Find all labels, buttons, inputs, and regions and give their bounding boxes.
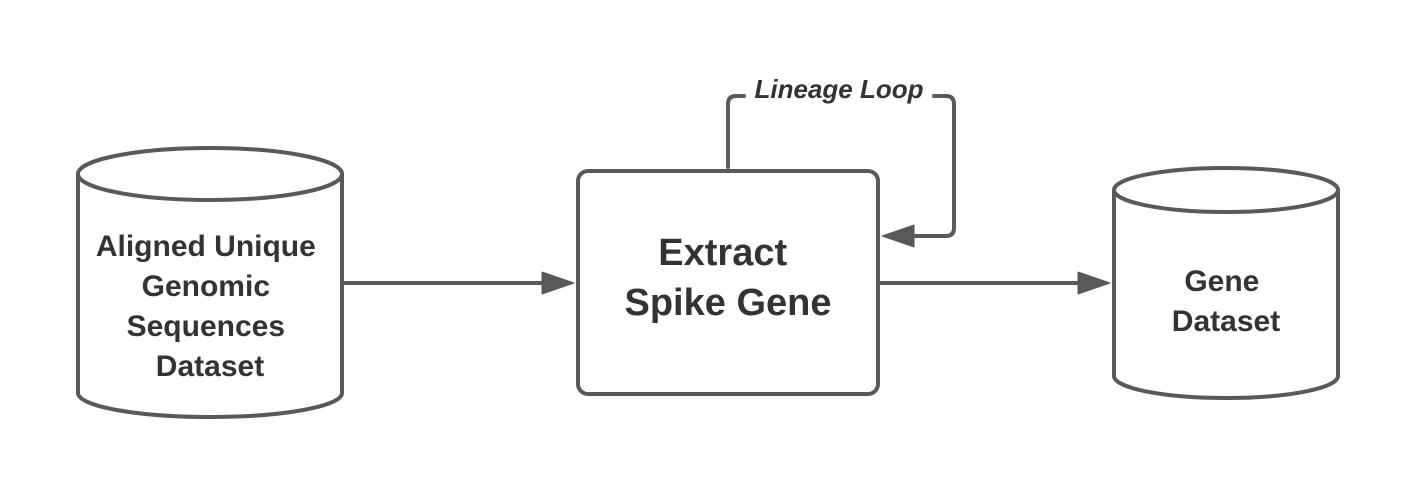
source-dataset-node[interactable]: Aligned Unique Genomic Sequences Dataset <box>76 146 344 419</box>
process-node[interactable]: Extract Spike Gene <box>576 169 880 396</box>
source-dataset-label: Aligned Unique Genomic Sequences Dataset <box>96 230 324 383</box>
edge-lineage-loop-label: Lineage Loop <box>755 74 924 104</box>
output-dataset-node[interactable]: Gene Dataset <box>1112 166 1340 400</box>
edge-source-to-process <box>341 271 575 295</box>
output-dataset-top <box>1112 166 1340 214</box>
output-dataset-body <box>1112 190 1340 400</box>
edge-process-to-output-arrowhead <box>1077 271 1111 295</box>
output-dataset-label: Gene Dataset <box>1172 265 1280 338</box>
edge-source-to-process-arrowhead <box>541 271 575 295</box>
edge-lineage-loop: Lineage Loop <box>726 74 956 248</box>
edge-lineage-loop-left-segment <box>726 94 746 169</box>
source-dataset-top <box>76 146 344 202</box>
edge-lineage-loop-arrowhead <box>881 224 915 248</box>
source-dataset-body <box>76 174 344 419</box>
edge-lineage-loop-right-segment <box>910 94 956 238</box>
edge-process-to-output <box>877 271 1111 295</box>
process-label: Extract Spike Gene <box>625 232 832 324</box>
